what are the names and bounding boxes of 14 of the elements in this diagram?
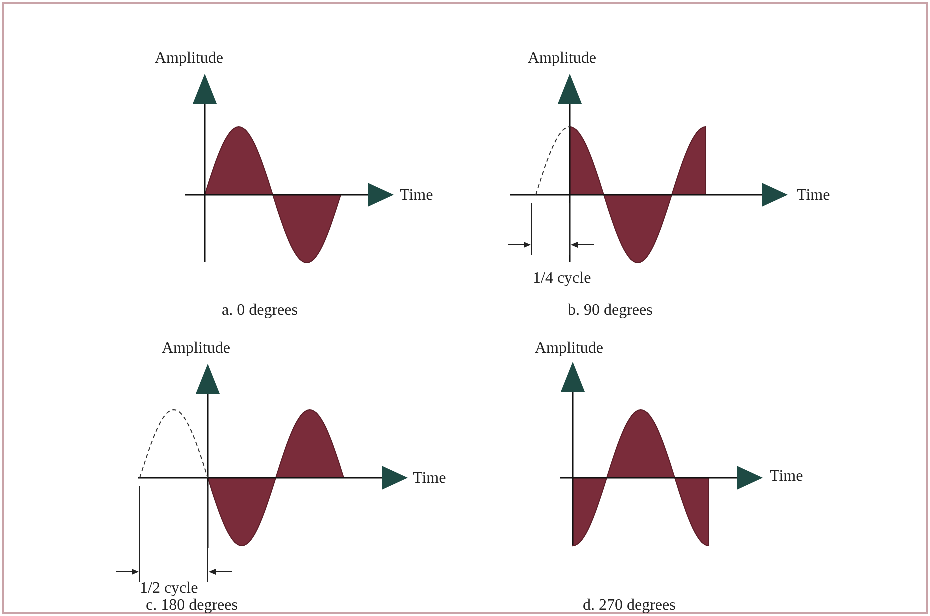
axis-label: Time — [797, 187, 830, 205]
caption-text: a. 0 degrees — [222, 302, 298, 320]
axis-label: Amplitude — [528, 50, 596, 68]
axis-label: Time — [770, 468, 804, 486]
axis-label: Time — [413, 470, 446, 488]
caption-text: d. 270 degrees — [583, 597, 676, 615]
caption-text: c. 180 degrees — [146, 597, 238, 615]
dimension-label: 1/2 cycle — [140, 580, 198, 598]
axis-label: Amplitude — [162, 340, 230, 358]
axis-label: Amplitude — [155, 50, 224, 68]
dimension-label: 1/4 cycle — [533, 270, 592, 288]
axis-label: Amplitude — [535, 340, 604, 358]
axis-label: Time — [400, 187, 434, 205]
caption-text: b. 90 degrees — [568, 302, 653, 320]
